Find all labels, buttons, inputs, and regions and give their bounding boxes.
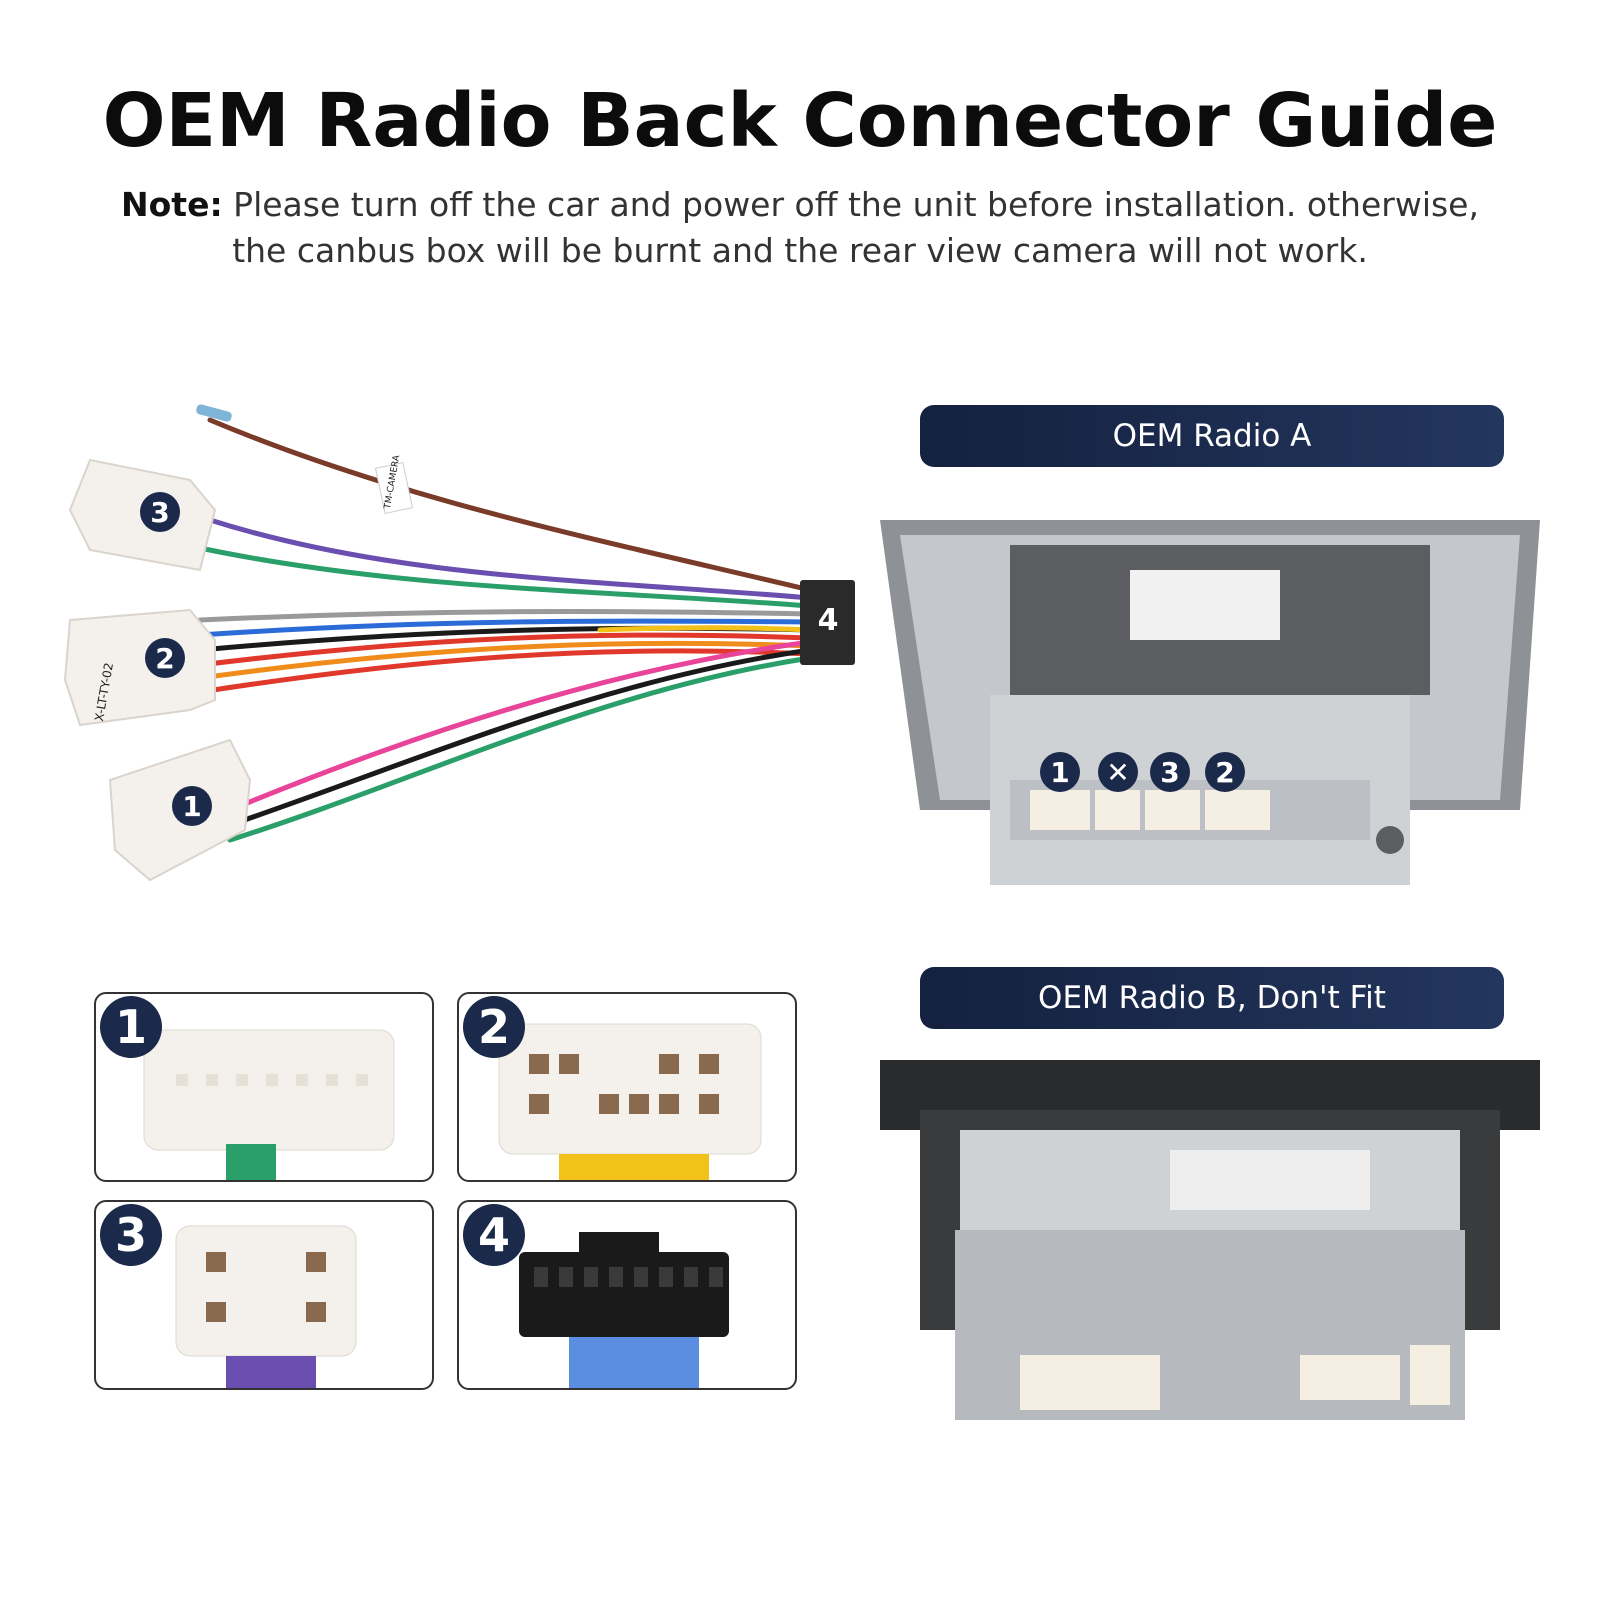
connector-3-illustration	[175, 1225, 357, 1388]
connector-tile-2-badge: 2	[463, 996, 525, 1058]
connector-2-illustration	[498, 1023, 762, 1180]
harness-connector-2-badge: 2	[145, 638, 185, 678]
note-line-1: Please turn off the car and power off th…	[233, 185, 1479, 224]
connector-tile-1	[94, 992, 434, 1182]
connector-tile-1-badge: 1	[100, 996, 162, 1058]
connector-tile-3-badge: 3	[100, 1204, 162, 1266]
radio-a-port-3-badge: 3	[1150, 752, 1190, 792]
radio-a-label: OEM Radio A	[920, 405, 1504, 467]
connector-tile-4-badge: 4	[463, 1204, 525, 1266]
radio-a-port-2-badge: 2	[1205, 752, 1245, 792]
note-prefix: Note:	[121, 185, 223, 224]
connector-1-illustration	[143, 1029, 395, 1180]
radio-a-illustration	[880, 520, 1540, 885]
page-title: OEM Radio Back Connector Guide	[102, 78, 1498, 164]
harness-connector-3-badge: 3	[140, 492, 180, 532]
harness-connector-1-badge: 1	[172, 786, 212, 826]
radio-a-port-x-badge: ✕	[1098, 752, 1138, 792]
radio-b-illustration	[880, 1060, 1540, 1420]
connector-tile-4	[457, 1200, 797, 1390]
wiring-harness-illustration	[63, 404, 855, 882]
radio-a-port-1-badge: 1	[1040, 752, 1080, 792]
radio-b-label: OEM Radio B, Don't Fit	[920, 967, 1504, 1029]
installation-note: Note: Please turn off the car and power …	[100, 182, 1500, 274]
connector-4-illustration	[519, 1232, 729, 1388]
note-line-2: the canbus box will be burnt and the rea…	[232, 231, 1368, 270]
harness-connector-4-badge: 4	[817, 602, 839, 638]
